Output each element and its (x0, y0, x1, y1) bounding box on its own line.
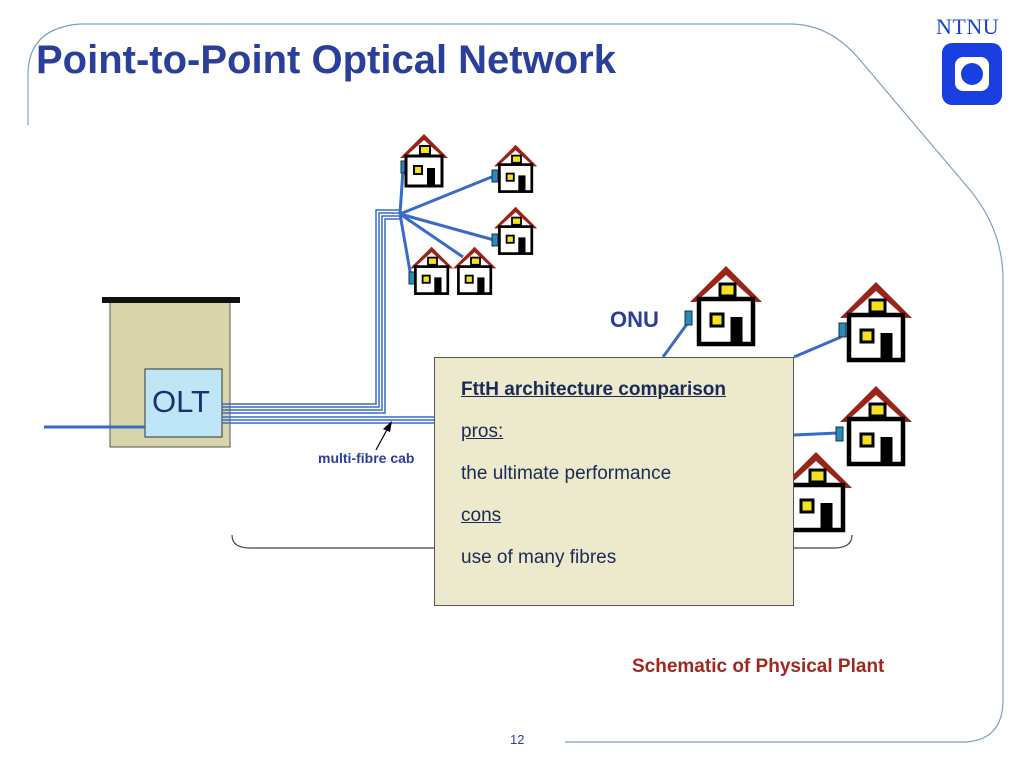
box-heading: FttH architecture comparison (461, 379, 726, 400)
pros-label: pros: (461, 421, 504, 442)
onu-modules (400, 160, 847, 442)
diagram-caption: Schematic of Physical Plant (632, 656, 885, 677)
comparison-box: FttH architecture comparison pros: the u… (434, 357, 794, 606)
cons-text: use of many fibres (461, 547, 617, 568)
page-number: 12 (510, 732, 525, 747)
pros-text: the ultimate performance (461, 463, 672, 484)
multi-fibre-cable (222, 209, 436, 424)
olt-box (144, 368, 223, 438)
slide-border (27, 23, 1004, 743)
drop-fibres-right (661, 323, 842, 437)
ntnu-logo-text: NTNU (936, 14, 1000, 39)
onu-label: ONU (610, 307, 659, 332)
olt-label: OLT (152, 384, 210, 419)
cabinet-roof (102, 297, 240, 303)
drop-fibres-upper (398, 169, 495, 278)
cons-label: cons (461, 505, 502, 526)
cable-label: multi-fibre cab (318, 450, 415, 466)
ntnu-logo-icon (942, 43, 1002, 105)
slide-title: Point-to-Point Optical Network (36, 38, 616, 82)
